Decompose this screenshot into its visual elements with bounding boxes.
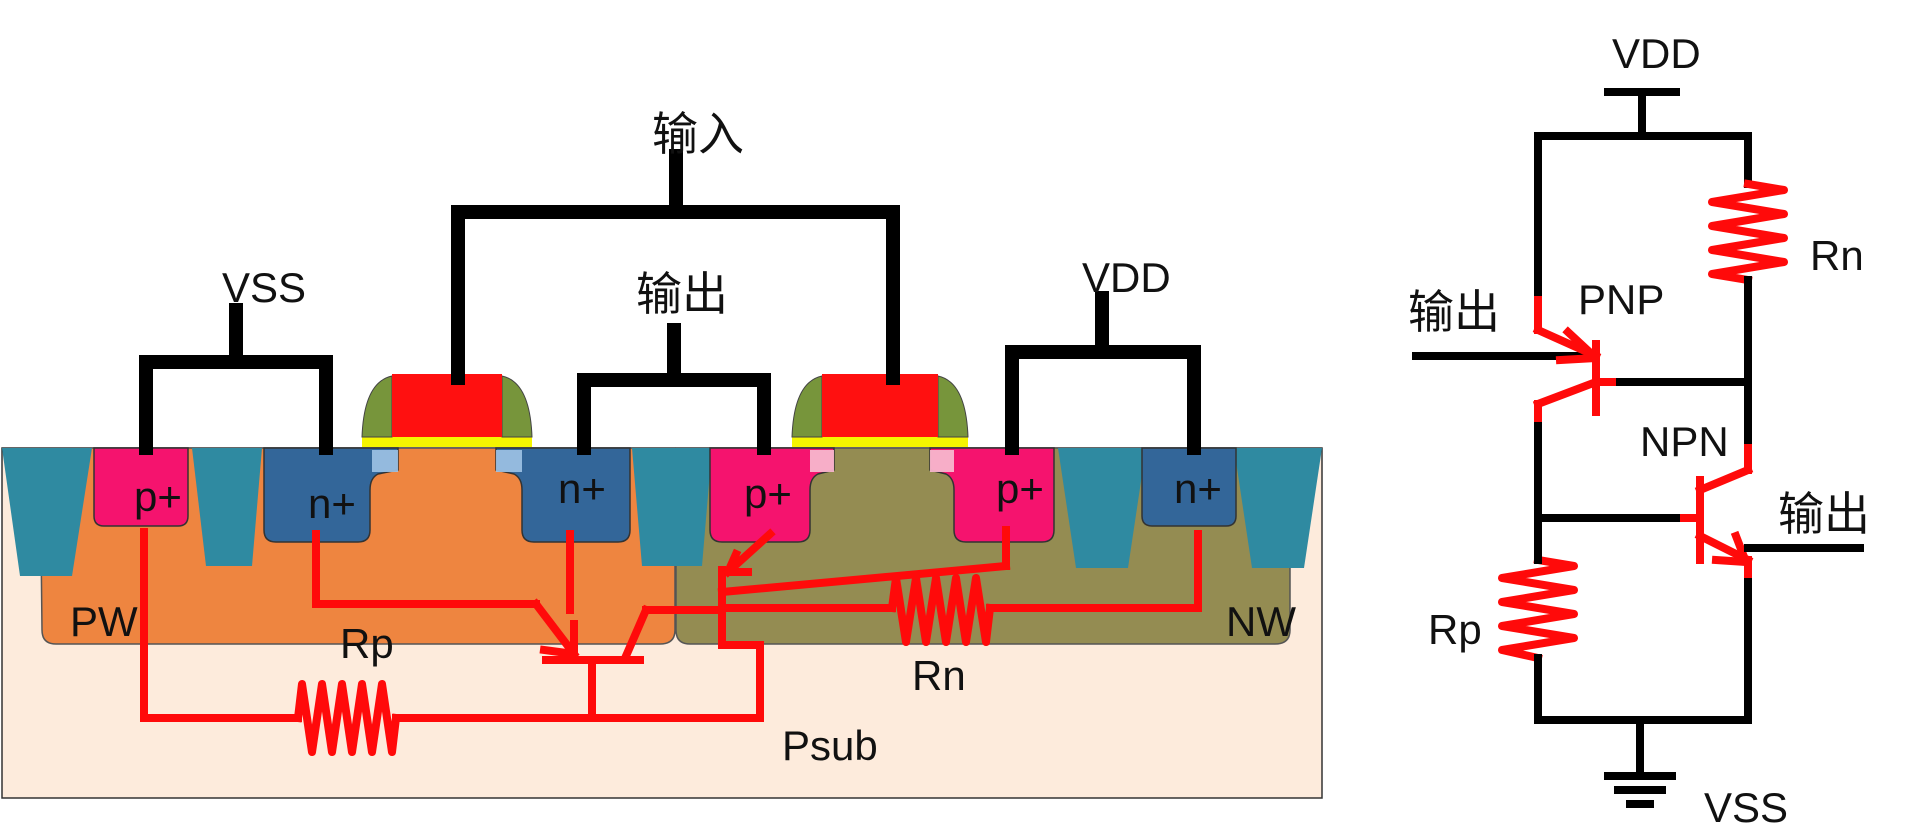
vss-label: VSS <box>222 264 306 311</box>
npn-transistor <box>1534 444 1864 586</box>
p-plus-mid-label: p+ <box>744 470 792 517</box>
pw-label: PW <box>70 598 138 645</box>
schematic-rn-resistor <box>1708 179 1788 285</box>
nmos-poly <box>392 374 502 437</box>
pmos-poly <box>822 374 938 437</box>
ground-symbol <box>1604 772 1676 808</box>
pnp-transistor <box>1412 296 1752 430</box>
schematic-rp-resistor <box>1498 555 1578 663</box>
sti-2 <box>192 448 262 566</box>
rp-label: Rp <box>340 620 394 667</box>
p-plus-mid-region <box>709 447 835 543</box>
psub-label: Psub <box>782 722 878 769</box>
nw-label: NW <box>1226 598 1296 645</box>
n-plus-left-region <box>263 447 399 543</box>
rn-resistor-section <box>887 574 995 646</box>
p-plus-right-region <box>929 447 1055 543</box>
sti-5 <box>1234 448 1322 568</box>
sti-3 <box>632 448 712 566</box>
schematic-rp-label: Rp <box>1428 606 1482 653</box>
n-plus-mid-label: n+ <box>558 465 606 512</box>
schematic-output-left-label: 输出 <box>1408 285 1500 339</box>
input-label: 输入 <box>652 107 744 161</box>
n-plus-mid-region <box>495 447 631 543</box>
sti-4 <box>1058 448 1146 568</box>
p-plus-right-label: p+ <box>996 465 1044 512</box>
n-plus-right-region <box>1141 447 1237 527</box>
schematic-vss-label: VSS <box>1704 784 1788 831</box>
schematic-vdd-label: VDD <box>1612 30 1701 77</box>
equivalent-schematic: VDD Rn PNP 输出 NPN 输出 Rp VSS <box>1408 30 1870 831</box>
schematic-output-right-label: 输出 <box>1778 487 1870 541</box>
parasitic-circuit <box>140 526 1202 756</box>
schematic-rn-label: Rn <box>1810 232 1864 279</box>
output-label: 输出 <box>636 267 728 321</box>
cross-section: 输入 VSS 输出 VDD p+ n+ n+ p+ p+ n+ PW NW Ps… <box>1 107 1323 799</box>
pmos-gate <box>791 374 969 447</box>
nmos-gate <box>361 374 533 447</box>
rp-resistor-section <box>293 680 401 756</box>
p-plus-left-region <box>93 447 189 527</box>
n-plus-left-label: n+ <box>308 480 356 527</box>
p-plus-left-label: p+ <box>134 473 182 520</box>
metal-interconnect <box>139 149 1201 455</box>
schematic-pnp-label: PNP <box>1578 276 1664 323</box>
schematic-npn-label: NPN <box>1640 418 1729 465</box>
n-plus-right-label: n+ <box>1174 465 1222 512</box>
vdd-label: VDD <box>1082 254 1171 301</box>
sti-1 <box>2 448 92 576</box>
rn-label: Rn <box>912 652 966 699</box>
